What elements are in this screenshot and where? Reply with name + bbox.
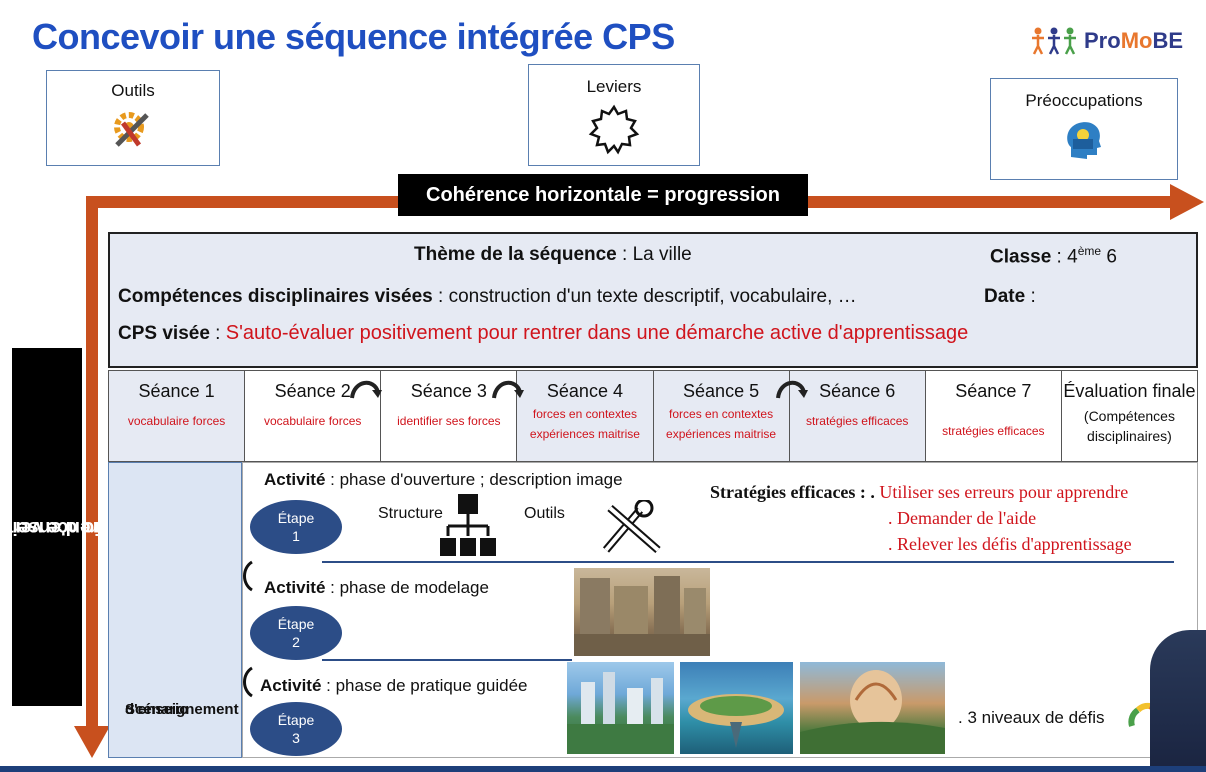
strategy-item-3: . Relever les défis d'apprentissage: [888, 534, 1132, 554]
wrench-screwdriver-icon: [602, 500, 661, 554]
date-line: Date :: [984, 286, 1036, 307]
presenter-silhouette: [1150, 630, 1206, 772]
green-city-photo: [567, 662, 674, 754]
leviers-label: Leviers: [586, 77, 642, 96]
session-6: Séance 6 stratégies efficaces: [789, 371, 926, 461]
cps-line: CPS visée : S'auto-évaluer positivement …: [118, 322, 969, 344]
horizontal-arrow-head-icon: [1170, 184, 1204, 220]
curved-bracket-icon: [243, 560, 253, 592]
classe-line: Classe : 4ème 6: [990, 244, 1117, 268]
tools-gear-icon: [114, 112, 149, 147]
step-separator: [322, 561, 1174, 563]
outils-step-label: Outils: [524, 505, 565, 522]
strategies-block: Stratégies efficaces : . Utiliser ses er…: [710, 480, 1190, 504]
session-4: Séance 4 forces en contextes expériences…: [517, 371, 654, 461]
strategies-title: Stratégies efficaces : .: [710, 482, 875, 502]
activity-1: Activité : phase d'ouverture ; descripti…: [264, 470, 623, 489]
futuristic-city-photo: [800, 662, 945, 754]
session-2: Séance 2 vocabulaire forces: [245, 371, 382, 461]
session-7: Séance 7 stratégies efficaces: [926, 371, 1062, 461]
old-city-photo: [574, 568, 710, 656]
strategy-item-2: . Demander de l'aide: [888, 508, 1037, 528]
gear-icon: [588, 104, 640, 155]
outils-box: Outils: [46, 70, 220, 166]
curved-arrow-icon: [776, 381, 808, 399]
strategy-item-1: Utiliser ses erreurs pour apprendre: [879, 482, 1129, 502]
head-idea-icon: [1067, 122, 1101, 159]
session-3: Séance 3 identifier ses forces: [381, 371, 518, 461]
step-separator: [322, 659, 572, 661]
horizontal-coherence-label: Cohérence horizontale = progression: [398, 174, 808, 216]
activity-3: Activité : phase de pratique guidée: [260, 676, 528, 695]
curved-arrow-icon: [492, 381, 524, 399]
leviers-box: Leviers: [528, 64, 700, 166]
page-title: Concevoir une séquence intégrée CPS: [32, 16, 675, 57]
theme-line: Thème de la séquence : La ville: [414, 244, 692, 265]
competences-line: Compétences disciplinaires visées : cons…: [118, 286, 857, 307]
preoccupations-label: Préoccupations: [1025, 91, 1143, 110]
people-logo-icon: [1032, 27, 1076, 55]
curved-bracket-icon: [243, 666, 253, 698]
floating-city-photo: [680, 662, 793, 754]
vertical-arrow-bar: [86, 196, 98, 732]
vertical-arrow-head-icon: [74, 726, 110, 758]
activity-2: Activité : phase de modelage: [264, 578, 489, 597]
niveaux-label: . 3 niveaux de défis: [958, 708, 1105, 727]
bottom-bar: [0, 766, 1206, 772]
structure-label: Structure: [378, 505, 443, 522]
promobe-logo: ProMoBE: [1030, 26, 1183, 56]
vertical-coherence-label: Cohérence verticale =scénario d'enseigne…: [0, 348, 161, 706]
curved-arrow-icon: [350, 381, 382, 399]
outils-label: Outils: [111, 81, 155, 100]
structure-icon: [440, 494, 496, 556]
sessions-row: Séance 1 vocabulaire forces Séance 2 voc…: [108, 370, 1198, 462]
session-1: Séance 1 vocabulaire forces: [109, 371, 246, 461]
sequence-header: Thème de la séquence : La ville Classe :…: [108, 232, 1198, 368]
session-evaluation: Évaluation finale (Compétences disciplin…: [1063, 381, 1196, 444]
preoccupations-box: Préoccupations: [990, 78, 1178, 180]
session-5: Séance 5 forces en contextes expériences…: [653, 371, 790, 461]
